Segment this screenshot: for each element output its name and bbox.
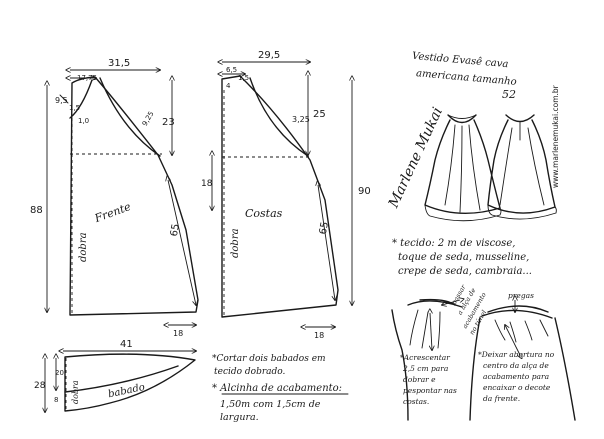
- opening-note-5: da frente.: [483, 394, 520, 403]
- front-fold-label: dobra: [78, 232, 89, 262]
- opening-note-4: encaixar o decote: [483, 383, 551, 392]
- designer-signature: Marlene Mukai: [385, 105, 446, 211]
- front-small-b-label: 1,0: [78, 117, 89, 125]
- back-strap-label: 3,25: [292, 115, 310, 124]
- strap-note-title: * Alcinha de acabamento:: [212, 383, 342, 394]
- strap-note-2: largura.: [220, 412, 259, 423]
- front-piece-label: Frente: [92, 200, 133, 226]
- back-pattern-piece: 29,5 6,5 1,5 4 3,25 25 18 90 65 18 Costa…: [201, 50, 371, 340]
- cut-note-2: tecido dobrado.: [214, 367, 286, 377]
- title-block: Vestido Evasê cava americana tamanho 52 …: [385, 51, 560, 211]
- add-note-2: 2,5 cm para: [402, 364, 448, 373]
- front-neck-drop-label: 9,5: [55, 96, 68, 105]
- ruffle-depth-label: 20: [55, 369, 64, 377]
- back-armhole: [249, 77, 309, 157]
- back-fold-label: dobra: [230, 228, 241, 258]
- fabric-line-2: toque de seda, musseline,: [398, 252, 529, 263]
- fabric-line-1: * tecido: 2 m de viscose,: [392, 238, 515, 249]
- ruffle-outline: [64, 353, 196, 412]
- dress-illustration-back: [487, 114, 557, 220]
- front-side-arrow: [168, 180, 196, 305]
- front-neckline: [69, 79, 93, 119]
- front-width-label: 31,5: [108, 58, 130, 69]
- fabric-spec: * tecido: 2 m de viscose, toque de seda,…: [392, 238, 532, 277]
- front-hem-label: 18: [173, 329, 183, 338]
- add-note-3: dobrar e: [403, 375, 436, 384]
- title-line-1: Vestido Evasê cava: [412, 51, 509, 70]
- cut-note-1: *Cortar dois babados em: [212, 354, 326, 364]
- add-note-1: *Acrescentar: [400, 353, 450, 362]
- front-pattern-piece: 31,5 17,75 9,5 1,5 1,0 9,25 23 88 65 18 …: [30, 58, 199, 338]
- title-line-2: americana tamanho: [416, 68, 517, 88]
- opening-note-2: centro da alça de: [483, 361, 549, 370]
- back-length-label: 90: [358, 186, 371, 197]
- ruffle-band-label: 8: [54, 396, 58, 404]
- back-upper-label: 18: [201, 179, 213, 189]
- front-neck-width-label: 17,75: [77, 74, 97, 82]
- strap-note-1: 1,50m com 1,5cm de: [220, 399, 321, 410]
- front-outline: [69, 76, 199, 316]
- back-armhole-label: 25: [313, 109, 326, 120]
- front-strap-label: 9,25: [141, 110, 156, 128]
- ruffle-pattern-piece: 41 28 20 8 babado dobra: [34, 339, 196, 412]
- back-side-arrow: [318, 185, 335, 300]
- front-side-label: 65: [169, 223, 182, 237]
- ruffle-width-label: 41: [120, 339, 133, 350]
- opening-note-3: acabamento para: [483, 372, 549, 381]
- front-length-label: 88: [30, 205, 43, 216]
- add-note-5: costas.: [403, 397, 429, 406]
- front-armhole-label: 23: [162, 117, 175, 128]
- add-note-4: pespontar nas: [403, 386, 457, 395]
- back-piece-label: Costas: [245, 207, 283, 220]
- back-width-label: 29,5: [258, 50, 280, 61]
- ruffle-fold-label: dobra: [71, 380, 80, 404]
- neckline-detail: passar a alça de acabamento no túnel pre…: [391, 283, 576, 421]
- back-side-label: 65: [318, 221, 331, 235]
- dress-illustration-front: [424, 114, 502, 222]
- back-neck-drop-label: 4: [226, 82, 231, 90]
- opening-note-1: *Deixar abertura no: [478, 350, 555, 359]
- pleats-label: pregas: [508, 291, 534, 300]
- title-size: 52: [502, 88, 516, 101]
- website-url: www.marlenemukai.com.br: [551, 84, 560, 188]
- front-armhole: [99, 77, 161, 157]
- fabric-line-3: crepe de seda, cambraia...: [398, 266, 532, 277]
- ruffle-height-label: 28: [34, 381, 46, 391]
- ruffle-inner-curve: [64, 365, 179, 393]
- back-neck-width-label: 6,5: [226, 66, 237, 74]
- back-hem-label: 18: [314, 331, 324, 340]
- cutting-notes: *Cortar dois babados em tecido dobrado. …: [212, 354, 349, 423]
- back-small-a-label: 1,5: [238, 74, 249, 82]
- front-small-a-label: 1,5: [69, 104, 80, 112]
